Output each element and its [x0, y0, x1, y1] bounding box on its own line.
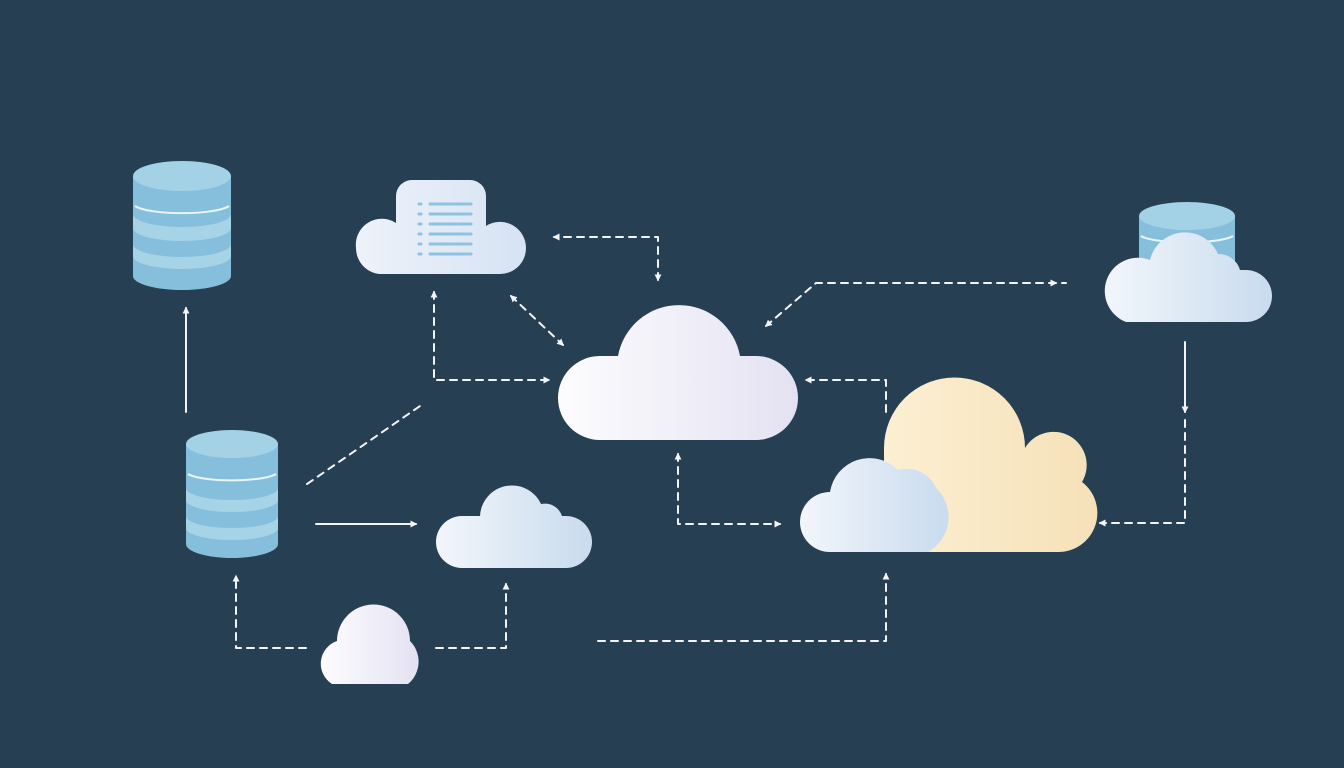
document-list-icon	[417, 202, 473, 256]
cloud-icon	[320, 604, 419, 684]
connector-bottom-cloud-to-db	[232, 574, 307, 649]
connector-far-right-to-hub	[764, 279, 1067, 327]
connector-cream-to-hub	[804, 376, 887, 413]
cloud-icon	[800, 458, 949, 552]
connector-hub-to-blue-cloud	[674, 452, 782, 528]
cloud-icon	[436, 485, 592, 568]
connector-bottom-cloud-to-lower-cloud	[435, 582, 510, 649]
connector-diagonal-dashed	[306, 405, 421, 485]
connector-bottom-long	[597, 572, 890, 642]
database-icon	[133, 161, 231, 290]
cloud-icon	[558, 305, 798, 440]
cloud-icon	[355, 180, 527, 274]
cloud-icon	[1104, 232, 1272, 322]
connector-hub-to-document	[552, 233, 662, 282]
database-icon	[186, 430, 278, 558]
connector-db-right-to-cream	[1098, 419, 1186, 527]
connector-document-hub-diagonal	[509, 295, 565, 346]
connector-document-to-hub	[430, 290, 551, 384]
